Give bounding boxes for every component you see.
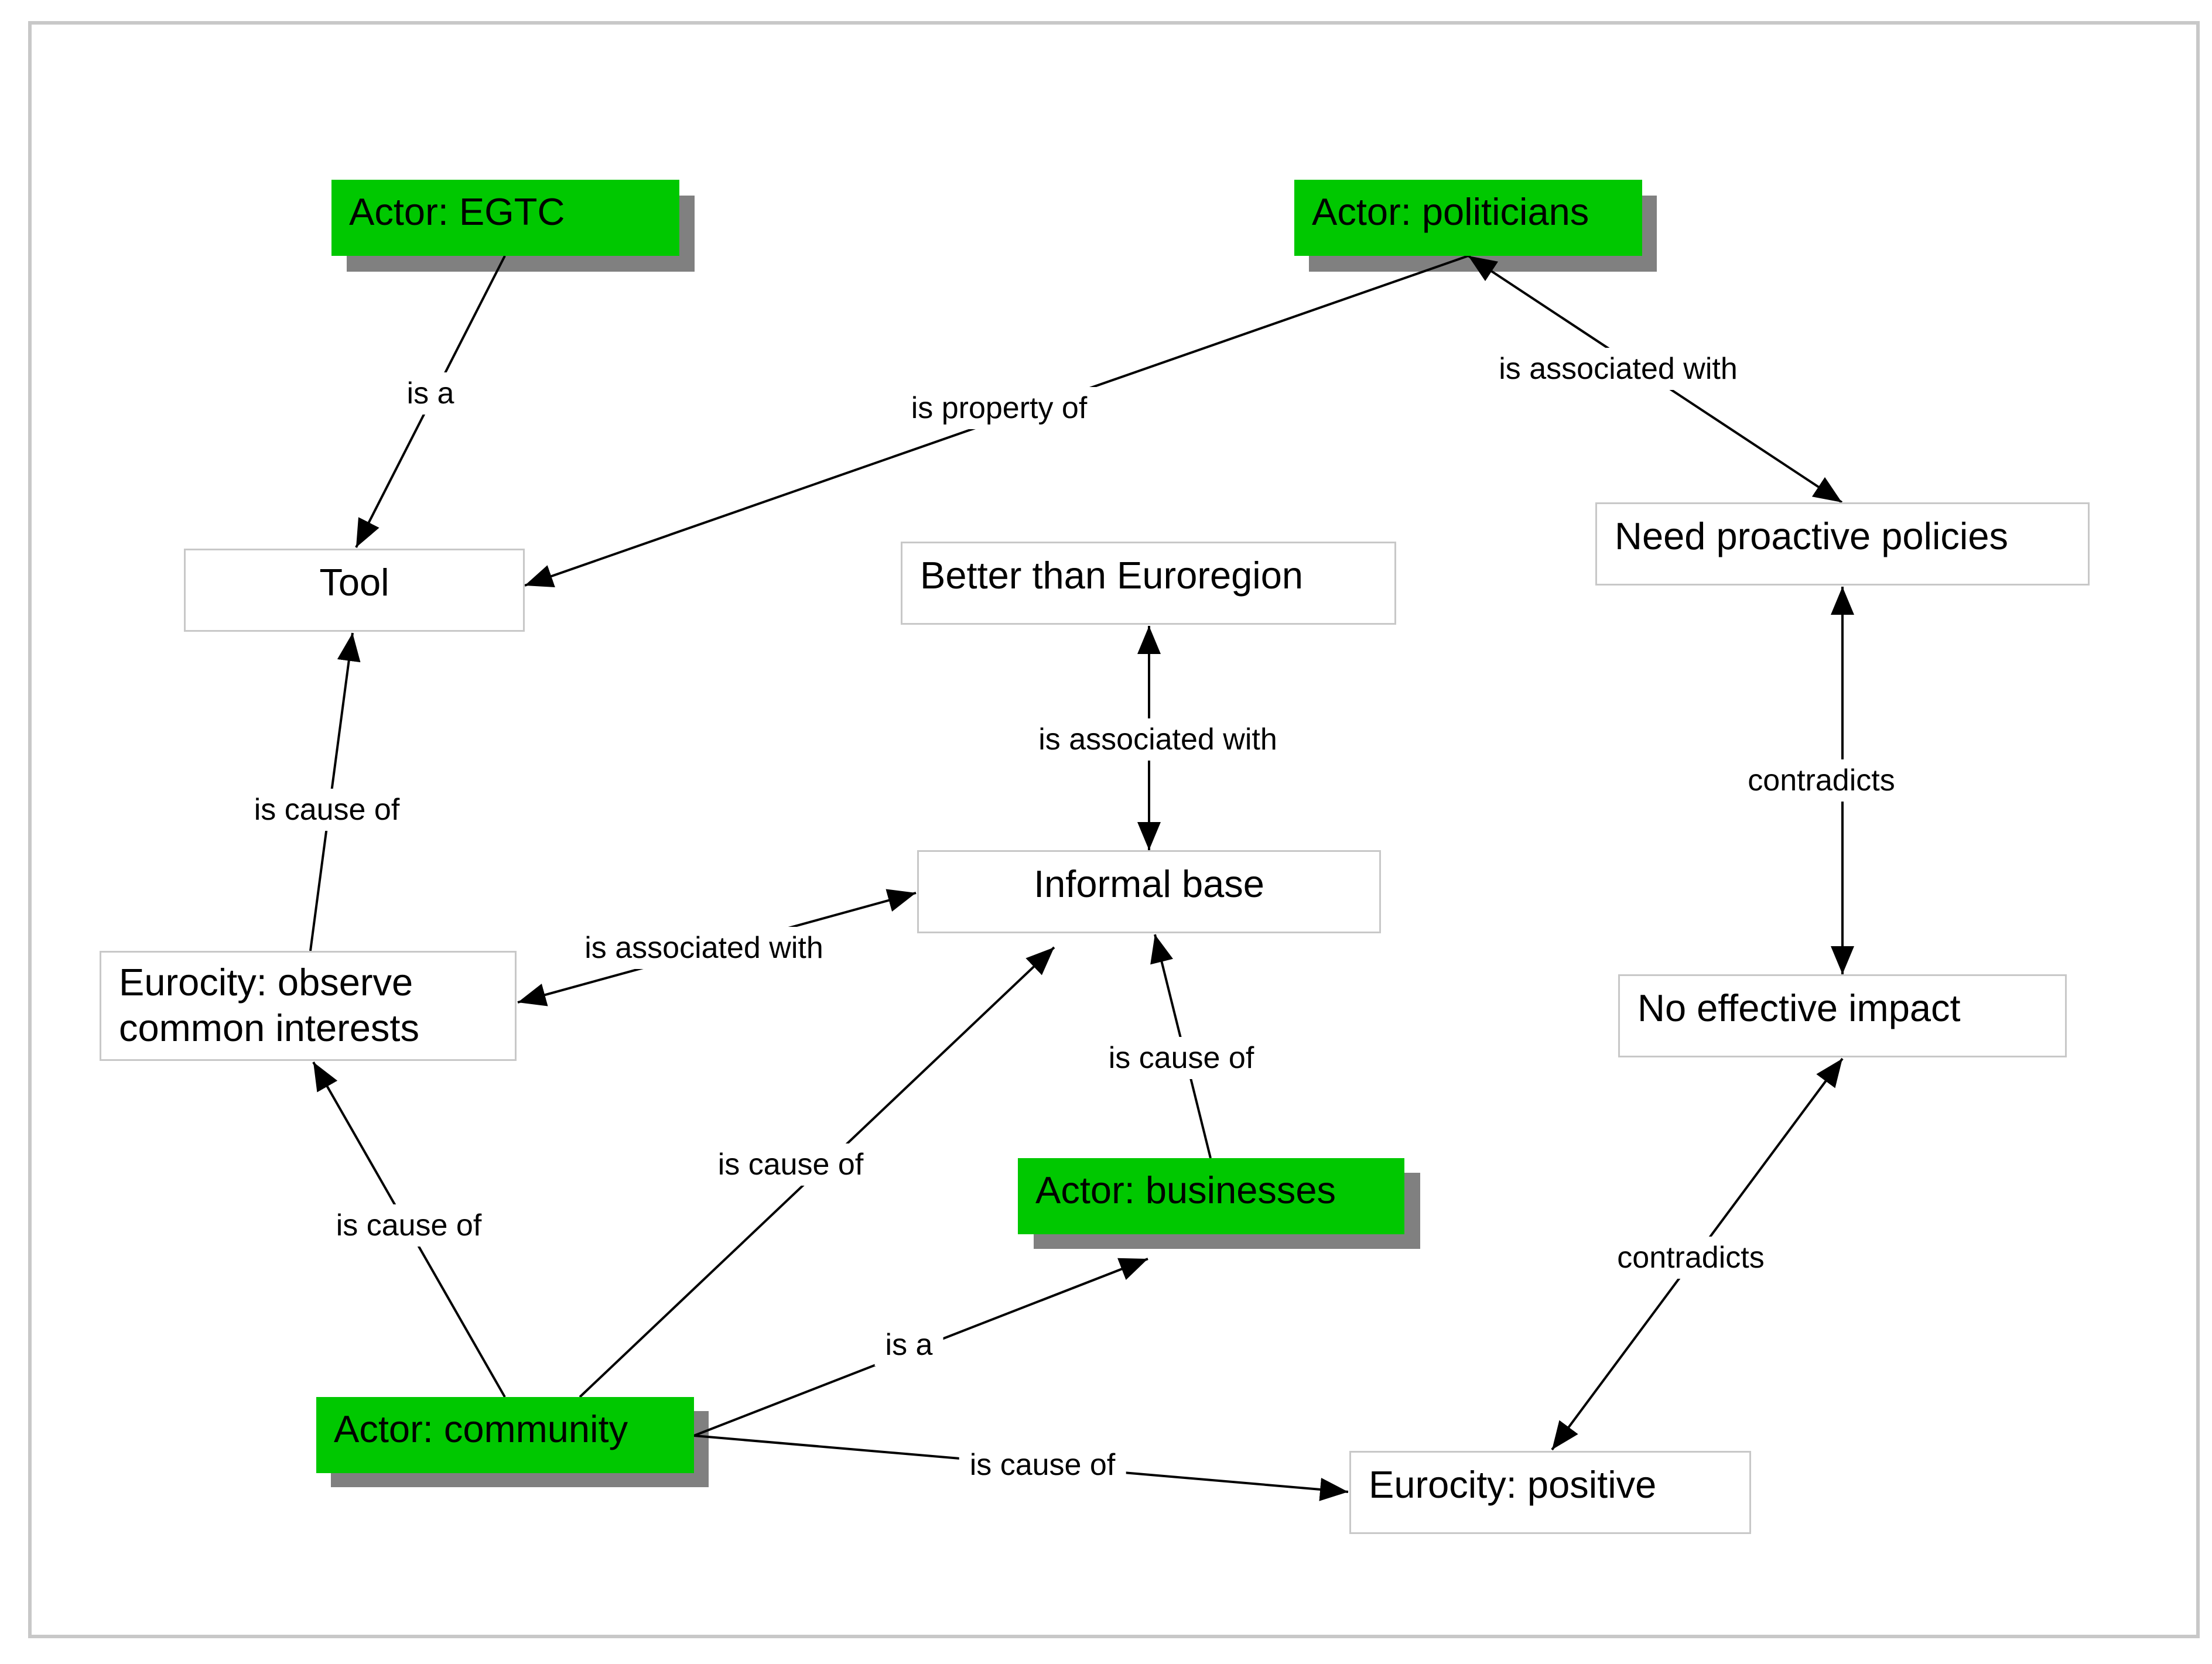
edge-label-businesses-informal: is cause of [1098, 1037, 1265, 1079]
node-better-than-euroregion[interactable]: Better than Euroregion [901, 542, 1396, 625]
node-actor-politicians[interactable]: Actor: politicians [1294, 180, 1642, 256]
edge-label-observe-tool: is cause of [243, 789, 411, 831]
edge-label-community-observe: is cause of [325, 1204, 493, 1247]
edge-label-politicians-tool: is property of [900, 387, 1098, 429]
node-no-effective-impact[interactable]: No effective impact [1618, 974, 2067, 1057]
node-actor-businesses[interactable]: Actor: businesses [1018, 1158, 1404, 1234]
edge-label-community-positive: is cause of [959, 1444, 1126, 1486]
node-informal-base[interactable]: Informal base [917, 850, 1381, 933]
edge-label-politicians-policies: is associated with [1488, 348, 1748, 390]
node-need-proactive-policies[interactable]: Need proactive policies [1595, 502, 2090, 586]
edge-label-informal-better: is associated with [1028, 718, 1288, 761]
edge-label-policies-impact: contradicts [1737, 759, 1906, 802]
edge-label-observe-informal: is associated with [574, 927, 834, 969]
node-actor-community[interactable]: Actor: community [316, 1397, 694, 1473]
node-eurocity-observe[interactable]: Eurocity: observe common interests [100, 951, 517, 1061]
edge-label-positive-impact: contradicts [1606, 1237, 1775, 1279]
node-actor-egtc[interactable]: Actor: EGTC [331, 180, 679, 256]
edge-label-community-businesses: is a [874, 1324, 943, 1366]
node-tool[interactable]: Tool [184, 549, 525, 632]
node-eurocity-positive[interactable]: Eurocity: positive [1349, 1451, 1751, 1534]
edge-label-community-informal: is cause of [707, 1143, 874, 1186]
edge-label-egtc-tool: is a [396, 372, 465, 415]
